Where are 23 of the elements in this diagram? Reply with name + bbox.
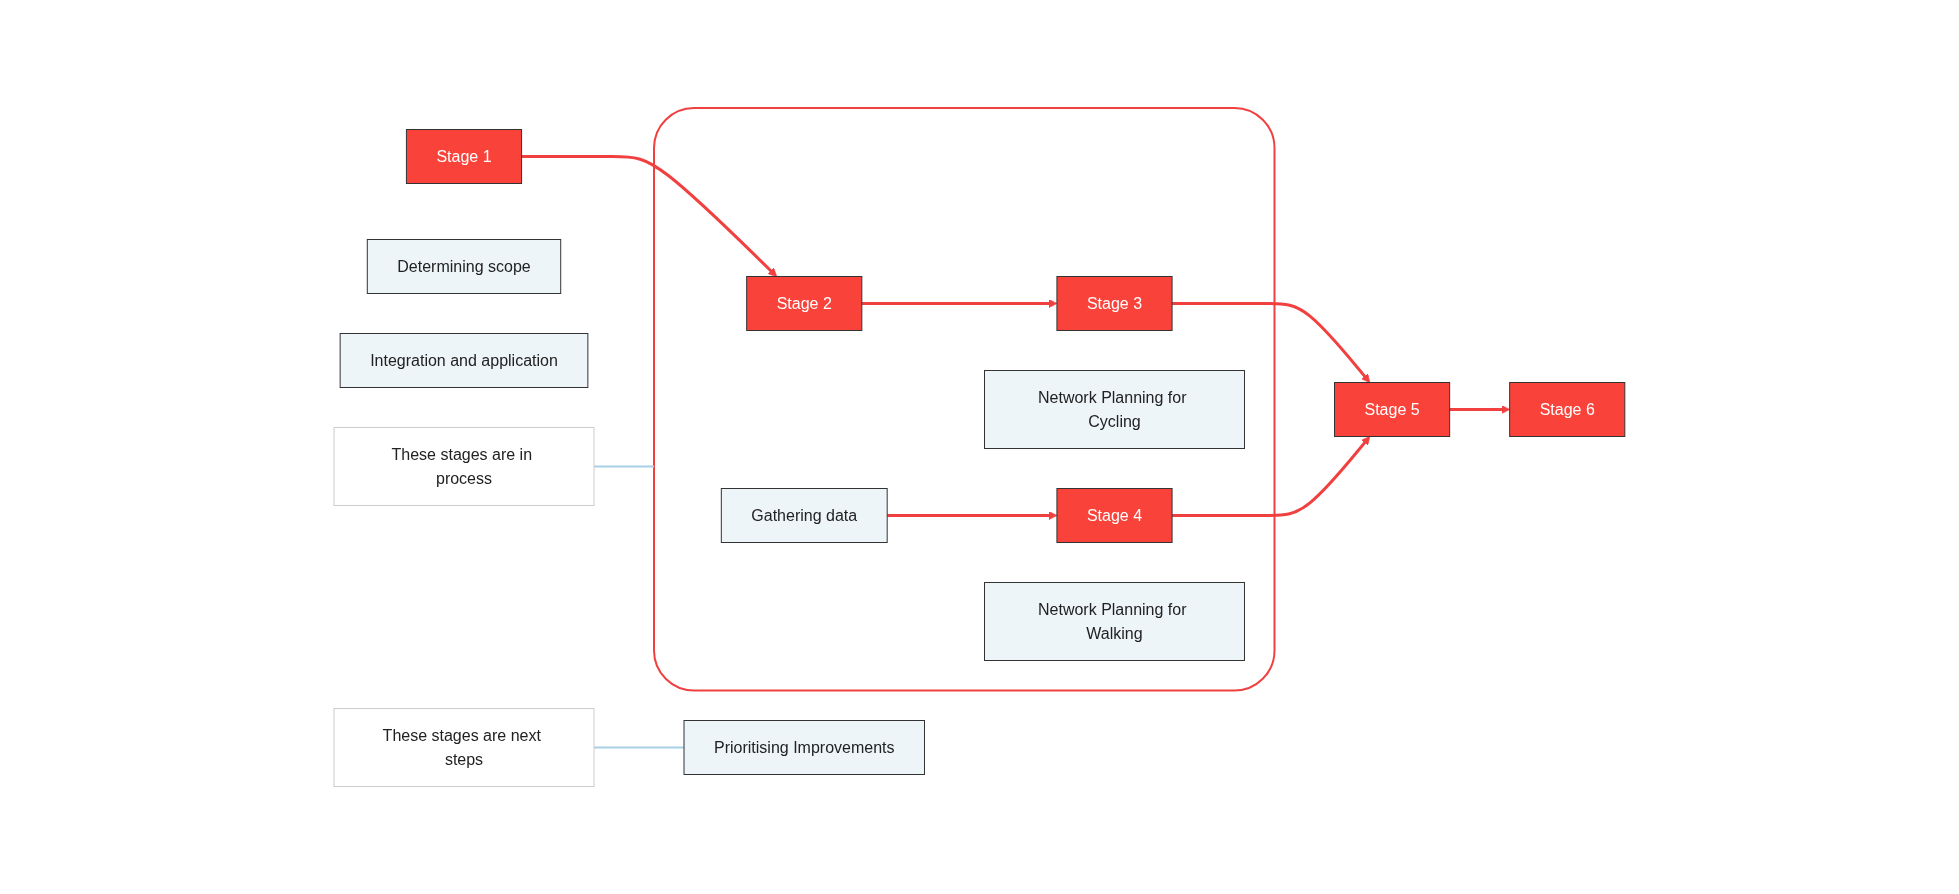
arrow [1172, 435, 1371, 517]
node-box: Gathering data [720, 487, 888, 543]
node-box: Integration and application [339, 332, 589, 388]
node-box: Stage 5 [1334, 381, 1451, 437]
arrow [861, 298, 1058, 308]
node-box: Determining scope [366, 238, 562, 294]
node-box: Stage 3 [1056, 275, 1173, 331]
node-box: These stages are next steps [333, 707, 595, 787]
arrow [1449, 404, 1511, 414]
node-box: Stage 2 [746, 275, 863, 331]
connector [593, 746, 686, 749]
node-box: Stage 1 [406, 128, 523, 184]
node-box: Prioritising Improvements [683, 719, 926, 775]
node-box: Stage 4 [1056, 487, 1173, 543]
node-box: Network Planning for Walking [984, 581, 1246, 661]
arrow [521, 154, 778, 277]
arrow [887, 510, 1058, 520]
node-box: Network Planning for Cycling [984, 369, 1246, 449]
arrow [1172, 301, 1371, 383]
node-box: Stage 6 [1509, 381, 1626, 437]
node-box: These stages are in process [333, 426, 595, 506]
connector [593, 465, 656, 468]
cluster [653, 106, 1276, 692]
